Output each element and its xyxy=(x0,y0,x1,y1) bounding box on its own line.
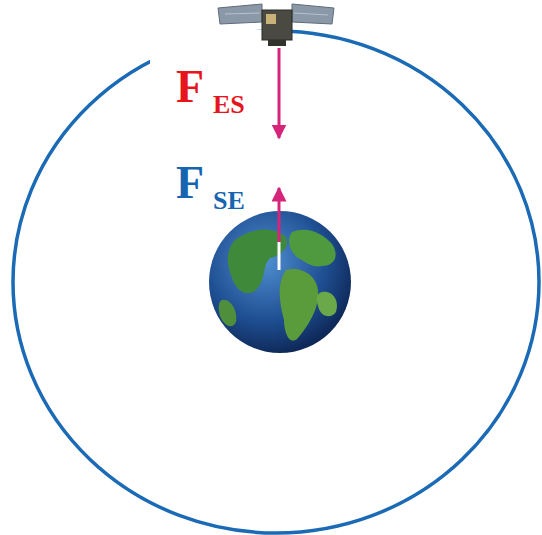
force-arrow xyxy=(278,188,281,242)
force-symbol: F xyxy=(176,64,204,110)
label-ground xyxy=(150,30,270,220)
force-symbol: F xyxy=(176,160,204,206)
force-arrow xyxy=(278,48,281,138)
orbit xyxy=(13,31,539,533)
force-subscript: SE xyxy=(213,188,245,214)
arrow-base xyxy=(278,242,281,270)
satellite xyxy=(218,4,334,46)
force-subscript: ES xyxy=(213,92,245,118)
